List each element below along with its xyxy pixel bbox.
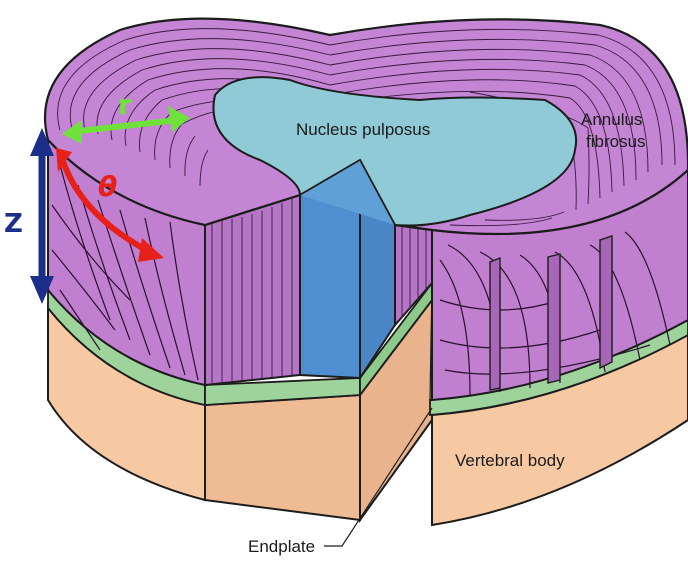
annulus-fibrosus-label-line2: fibrosus — [586, 132, 646, 151]
vertebral-body-label: Vertebral body — [455, 451, 565, 470]
nucleus-pulposus-label: Nucleus pulposus — [296, 120, 430, 139]
annulus-cut-face — [205, 195, 300, 385]
r-label: r — [118, 88, 132, 121]
theta-label: θ — [98, 170, 117, 203]
endplate-label: Endplate — [248, 537, 315, 556]
z-label: Z — [4, 209, 23, 239]
annulus-fibrosus-label-line1: Annulus — [581, 110, 642, 129]
